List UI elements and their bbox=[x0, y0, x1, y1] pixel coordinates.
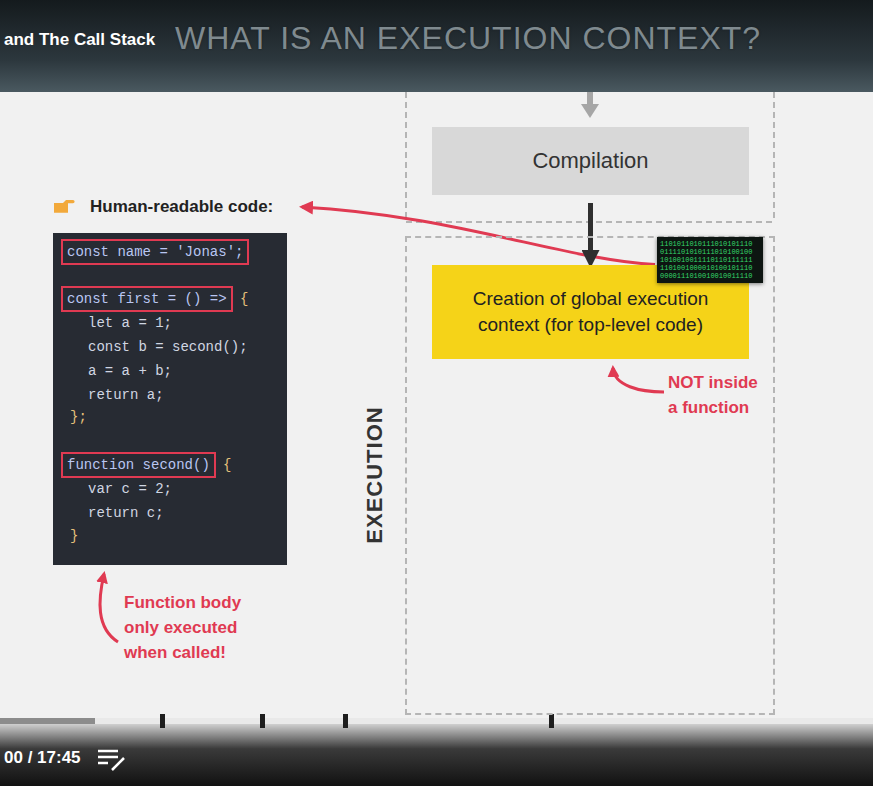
code-line: const b = second(); bbox=[88, 338, 248, 356]
compilation-region bbox=[406, 92, 774, 222]
flow-arrow bbox=[581, 92, 599, 118]
code-line: } bbox=[70, 527, 78, 545]
highlight-box: const first = () => bbox=[61, 286, 233, 312]
lecture-subtitle: and The Call Stack bbox=[4, 30, 155, 50]
code-hl: const first = () => bbox=[67, 290, 227, 308]
vert-text: EXECUTION bbox=[362, 375, 388, 575]
code-line: return c; bbox=[88, 504, 164, 522]
binary-code-image: 1101011010111010101110 01111010101110101… bbox=[657, 237, 763, 283]
comp-text: Compilation bbox=[532, 148, 648, 174]
code-heading: Human-readable code: bbox=[90, 197, 273, 217]
code-hl: const name = 'Jonas'; bbox=[67, 243, 243, 261]
leader-arrow bbox=[613, 368, 664, 392]
video-player-bar bbox=[0, 724, 873, 786]
code-hl: function second() bbox=[67, 456, 210, 474]
code-line: return a; bbox=[88, 386, 164, 404]
execution-region: EXECUTION1101011010111010101110 01111010… bbox=[405, 236, 775, 715]
code-line: { bbox=[223, 456, 231, 474]
bin-text: 1101011010111010101110 01111010101110101… bbox=[660, 240, 760, 280]
leader-arrow bbox=[100, 574, 118, 642]
highlight-box: const name = 'Jonas'; bbox=[61, 239, 249, 265]
compilation-box: Compilation bbox=[432, 127, 749, 195]
code-line: a = a + b; bbox=[88, 362, 172, 380]
code-snippet: Human-readable code: { let a = 1; const b =… bbox=[50, 192, 300, 565]
connector-arrow bbox=[588, 203, 593, 262]
code-line: { bbox=[240, 290, 248, 308]
pointing-hand-icon bbox=[54, 200, 75, 213]
playlist-icon bbox=[98, 751, 124, 770]
callout-note: Function body only executed when called! bbox=[124, 590, 256, 665]
video-time: 00 / 17:45 bbox=[4, 748, 81, 768]
code-line: var c = 2; bbox=[88, 480, 172, 498]
progress-bar bbox=[0, 714, 873, 728]
callout-note: NOT inside a function bbox=[668, 370, 768, 420]
slide-title: WHAT IS AN EXECUTION CONTEXT? bbox=[175, 20, 761, 57]
highlight-box: function second() bbox=[61, 452, 216, 478]
code-line: let a = 1; bbox=[88, 314, 172, 332]
yellow-text: Creation of global execution context (fo… bbox=[450, 286, 731, 338]
code-line: }; bbox=[70, 408, 87, 426]
